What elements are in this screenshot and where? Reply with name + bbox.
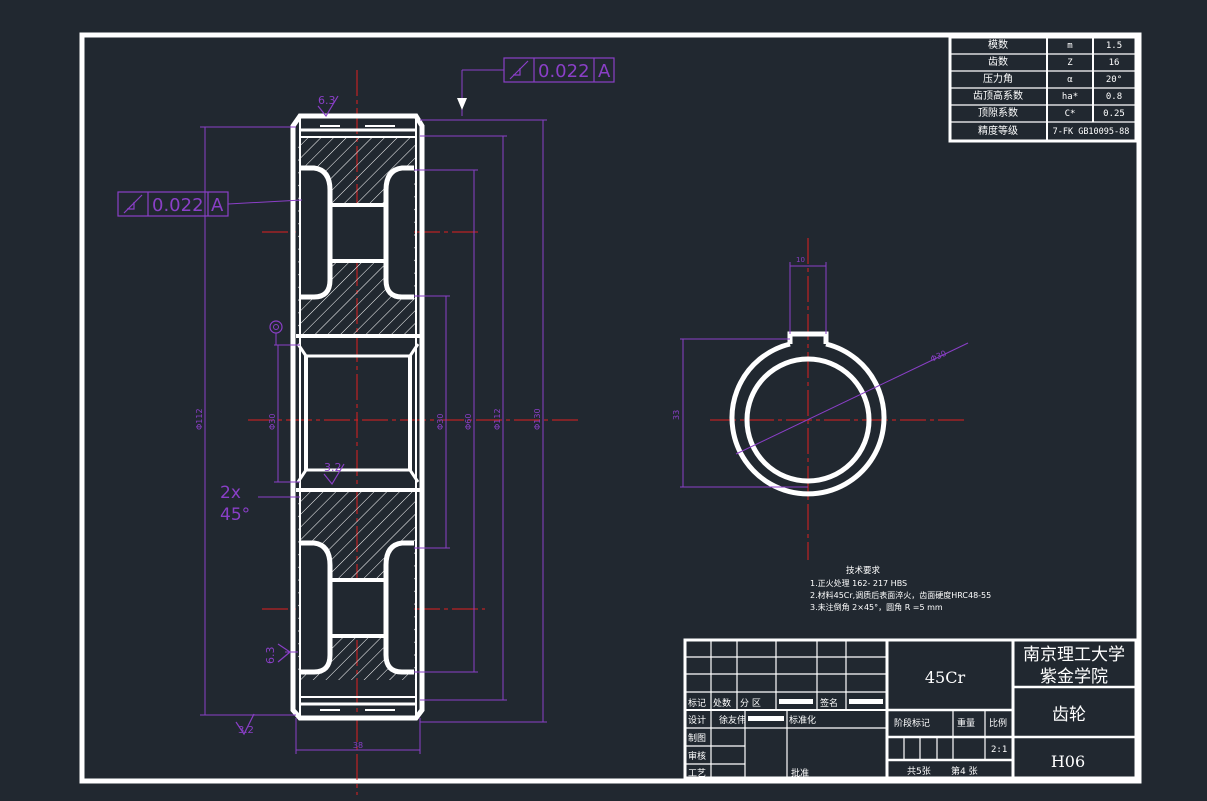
gear-parameter-table: 模数 齿数 压力角 齿顶高系数 顶隙系数 精度等级 m Z α ha* C* 7…: [948, 35, 1138, 143]
param-label-pressure-angle: 压力角: [983, 72, 1013, 85]
chamfer-note-line1: 2x: [220, 483, 241, 503]
dim-inner-c: Φ112: [493, 408, 502, 430]
dim-bore: Φ30: [268, 414, 277, 430]
tech-req-item-2: 2.材料45Cr,调质后表面淬火，齿面硬度HRC48-55: [810, 590, 991, 600]
gdt-frame-left: 0.022 A: [117, 191, 229, 217]
gdt-left-datum: A: [211, 195, 224, 216]
gear-section-view: [248, 70, 578, 795]
tb-label-review: 审核: [688, 750, 706, 762]
tech-req-item-3: 3.未注倒角 2×45°，圆角 R =5 mm: [810, 602, 943, 612]
param-symbol-addendum: ha*: [1062, 92, 1078, 102]
tb-sheets-total: 共5张: [907, 766, 931, 777]
dim-inner-b: Φ60: [464, 414, 473, 430]
tb-label-count: 处数: [713, 697, 731, 709]
roughness-symbol-middle: 3.2: [323, 461, 345, 486]
param-symbol-module: m: [1067, 41, 1072, 51]
param-label-accuracy: 精度等级: [978, 124, 1018, 137]
chamfer-note-line2: 45°: [220, 505, 250, 525]
technical-requirements: 技术要求 1.正火处理 162- 217 HBS 2.材料45Cr,调质后表面淬…: [810, 565, 991, 612]
gdt-frame-top: 0.022 A: [457, 57, 615, 110]
dim-left-outer: Φ112: [195, 408, 204, 430]
roughness-symbol-top: 6.3: [317, 94, 339, 118]
dim-key-height: 33: [672, 410, 681, 420]
leader-arrow-icon: [457, 98, 467, 110]
tb-sheet-number: 第4 张: [951, 765, 978, 777]
roughness-symbol-lower-left: 6.3: [264, 643, 292, 665]
param-label-teeth: 齿数: [988, 55, 1008, 68]
roughness-middle-value: 3.2: [324, 461, 342, 474]
tb-school-line1: 南京理工大学: [1023, 645, 1125, 665]
dim-keyway-width: 10: [796, 256, 805, 264]
tb-label-design: 设计: [688, 714, 706, 726]
dim-outer: Φ130: [533, 408, 542, 430]
gdt-top-value: 0.022: [538, 61, 590, 82]
title-block: 标记 处数 分 区 签名 设计 徐友伟 标准化 制图 审核 工艺 批准 45Cr…: [683, 638, 1138, 780]
roughness-symbol-bottom: 3.2: [235, 713, 255, 736]
dim-section-diameter: Φ30: [929, 349, 948, 364]
tb-school-line2: 紫金学院: [1040, 667, 1108, 687]
tb-label-process: 工艺: [688, 768, 706, 779]
hub-cross-section: 10 33 Φ30: [672, 238, 969, 560]
param-value-addendum: 0.8: [1106, 92, 1122, 102]
runout-icon: [123, 194, 143, 214]
param-symbol-teeth: Z: [1067, 58, 1073, 68]
param-symbol-clearance: C*: [1065, 109, 1076, 119]
dim-inner-a: Φ30: [436, 414, 445, 430]
roughness-top-value: 6.3: [318, 94, 336, 107]
param-symbol-pressure-angle: α: [1067, 75, 1073, 85]
tb-scale-value: 2:1: [991, 745, 1007, 755]
tb-label-standardize: 标准化: [789, 714, 816, 726]
tb-label-weight: 重量: [957, 717, 975, 729]
tb-label-scale: 比例: [989, 717, 1007, 729]
tb-label-zone: 分 区: [740, 698, 761, 709]
tb-label-approve: 批准: [791, 767, 809, 779]
param-value-clearance: 0.25: [1103, 109, 1125, 119]
roughness-bottom-value: 3.2: [238, 725, 254, 736]
dimension-lines: [200, 69, 547, 754]
roughness-icon: [277, 643, 292, 663]
param-value-teeth: 16: [1109, 58, 1120, 68]
tb-material: 45Cr: [925, 668, 966, 687]
param-value-pressure-angle: 20°: [1106, 75, 1122, 85]
tb-label-stage-mark: 阶段标记: [894, 717, 930, 729]
gdt-left-value: 0.022: [152, 195, 204, 216]
tb-label-sign: 签名: [820, 697, 838, 709]
param-label-clearance: 顶隙系数: [978, 106, 1018, 119]
tb-part-name: 齿轮: [1052, 705, 1086, 725]
param-value-module: 1.5: [1106, 41, 1122, 51]
tb-drawing-number: H06: [1051, 752, 1085, 771]
datum-marker-icon: [269, 320, 283, 345]
runout-icon: [509, 60, 529, 80]
tb-label-mark: 标记: [688, 697, 706, 709]
roughness-icon: [235, 713, 255, 736]
tech-req-title: 技术要求: [846, 565, 881, 576]
tb-designer: 徐友伟: [719, 714, 746, 726]
tech-req-item-1: 1.正火处理 162- 217 HBS: [810, 578, 907, 588]
param-label-addendum: 齿顶高系数: [973, 89, 1023, 102]
dim-width: 38: [353, 741, 363, 750]
roughness-lower-left-value: 6.3: [264, 647, 277, 665]
roughness-icon: [317, 95, 339, 118]
param-label-module: 模数: [988, 38, 1008, 51]
tb-label-drawn: 制图: [688, 732, 706, 744]
drawing-border: [79, 32, 1142, 784]
param-accuracy-standard: 7-FK GB10095-88: [1053, 127, 1130, 137]
gdt-top-datum: A: [598, 61, 611, 82]
roughness-icon: [323, 463, 345, 486]
